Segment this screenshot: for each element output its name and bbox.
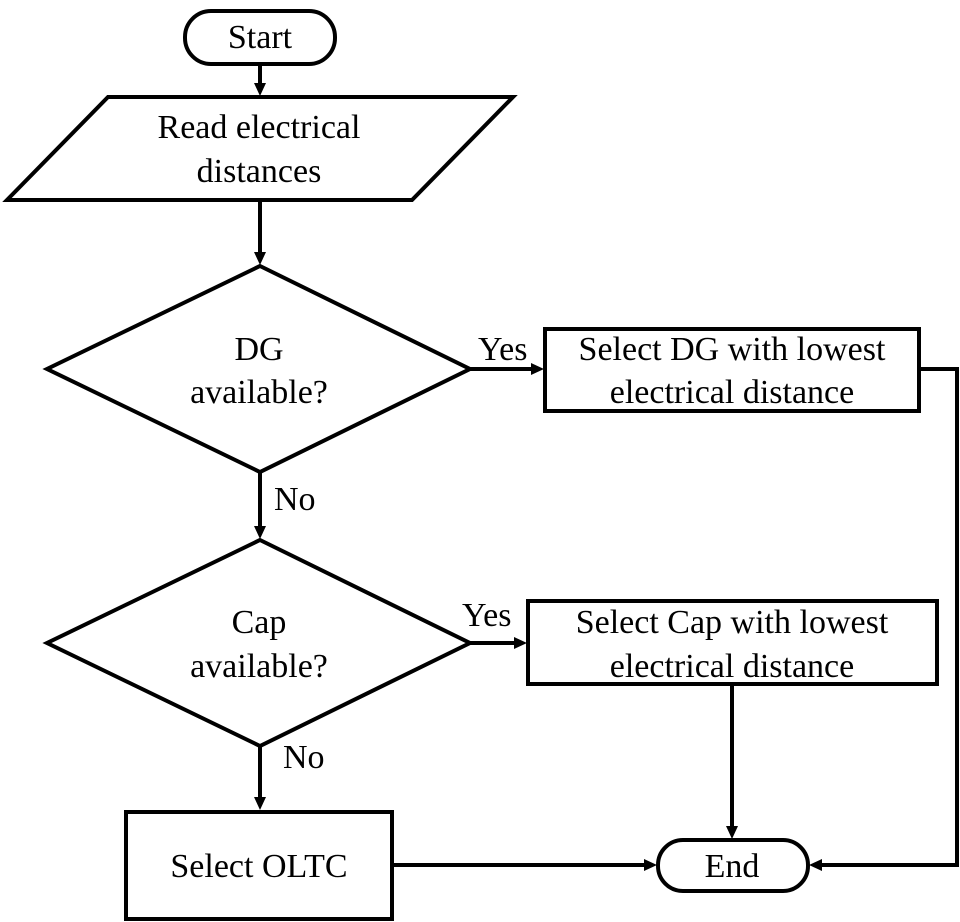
read-distances-label-line1: Read electrical (158, 109, 361, 146)
arrowhead (809, 859, 822, 871)
cap-available-decision: Cap available? (42, 537, 475, 749)
edge-dg-to-end (809, 367, 959, 871)
arrowhead (644, 859, 657, 871)
arrowhead (254, 526, 266, 539)
edge-cap-no (254, 746, 266, 810)
read-distances-label-line2: distances (197, 153, 322, 190)
select-cap-label-line1: Select Cap with lowest (576, 604, 889, 641)
cap-decision-label-line1: Cap (232, 604, 287, 641)
select-oltc-label: Select OLTC (170, 848, 347, 885)
arrowhead (254, 252, 266, 265)
edge-read-to-dg (254, 200, 266, 265)
select-cap-node: Select Cap with lowest electrical distan… (526, 599, 939, 686)
arrowhead (254, 83, 266, 96)
edge-dg-no (254, 472, 266, 539)
select-dg-label-line2: electrical distance (610, 374, 854, 411)
end-label: End (705, 848, 760, 885)
arrowhead (254, 797, 266, 810)
arrowhead (531, 363, 544, 375)
select-cap-label-line2: electrical distance (610, 648, 854, 685)
dg-decision-label-line1: DG (234, 331, 283, 368)
edge-cap-yes (470, 637, 527, 649)
cap-yes-label: Yes (462, 597, 511, 634)
edge-dg-yes (470, 363, 544, 375)
edge-cap-to-end (726, 684, 738, 839)
arrowhead (726, 826, 738, 839)
dg-no-label: No (274, 481, 316, 518)
cap-no-label: No (283, 739, 325, 776)
start-label: Start (228, 19, 293, 56)
edge-oltc-to-end (392, 859, 657, 871)
end-node: End (656, 838, 810, 893)
cap-decision-label-line2: available? (190, 648, 328, 685)
select-dg-node: Select DG with lowest electrical distanc… (543, 327, 921, 413)
edge-start-to-read (254, 64, 266, 96)
select-dg-label-line1: Select DG with lowest (579, 331, 886, 368)
arrowhead (514, 637, 527, 649)
dg-yes-label: Yes (478, 331, 527, 368)
select-oltc-node: Select OLTC (124, 810, 394, 921)
start-node: Start (183, 9, 337, 66)
dg-decision-label-line2: available? (190, 374, 328, 411)
dg-available-decision: DG available? (42, 263, 475, 475)
read-distances-node: Read electrical distances (2, 95, 518, 202)
